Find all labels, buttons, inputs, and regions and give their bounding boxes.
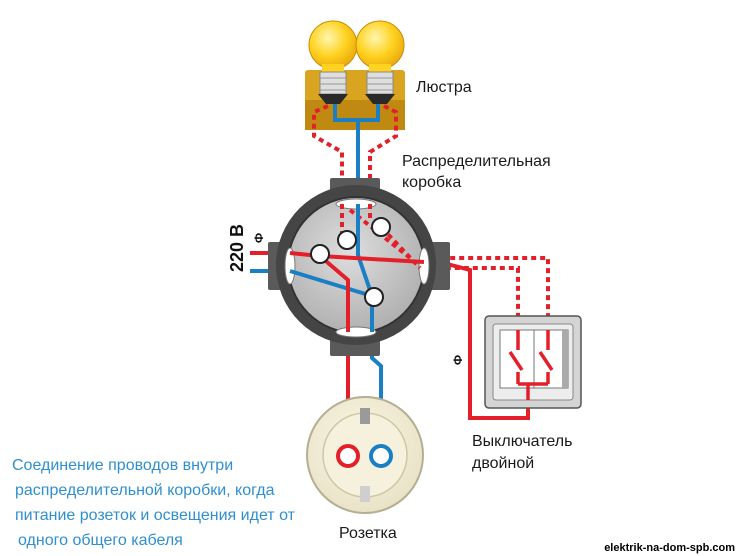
- bulb-icon: [355, 20, 405, 104]
- phase-switch-label: Ф: [451, 355, 465, 365]
- terminal-clamps: [310, 217, 391, 307]
- socket: [306, 396, 424, 514]
- socket-phase-hole: [336, 444, 360, 468]
- diagram-caption: Соединение проводов внутри распределител…: [12, 453, 295, 553]
- socket-neutral-hole: [369, 444, 393, 468]
- voltage-label: 220 В: [227, 224, 247, 272]
- site-watermark: elektrik-na-dom-spb.com: [604, 542, 735, 554]
- input-cable: [250, 251, 268, 273]
- junction-box-label-line2: коробка: [402, 174, 462, 191]
- chandelier-label: Люстра: [416, 79, 472, 96]
- switch-contacts: [508, 330, 554, 400]
- switch-label-line1: Выключатель: [472, 433, 573, 450]
- caption-line: распределительной коробки, когда: [15, 482, 275, 499]
- phase-input-label: Ф: [252, 233, 266, 243]
- bulb-icon: [308, 20, 358, 104]
- caption-line: питание розеток и освещения идет от: [15, 507, 295, 524]
- switch-label-line2: двойной: [472, 455, 535, 472]
- caption-line: Соединение проводов внутри: [12, 457, 234, 474]
- junction-box: [268, 178, 450, 356]
- double-switch: [484, 315, 582, 409]
- socket-label: Розетка: [339, 525, 397, 542]
- junction-box-label-line1: Распределительная: [402, 153, 551, 170]
- caption-line: одного общего кабеля: [18, 532, 183, 549]
- chandelier: [305, 20, 405, 130]
